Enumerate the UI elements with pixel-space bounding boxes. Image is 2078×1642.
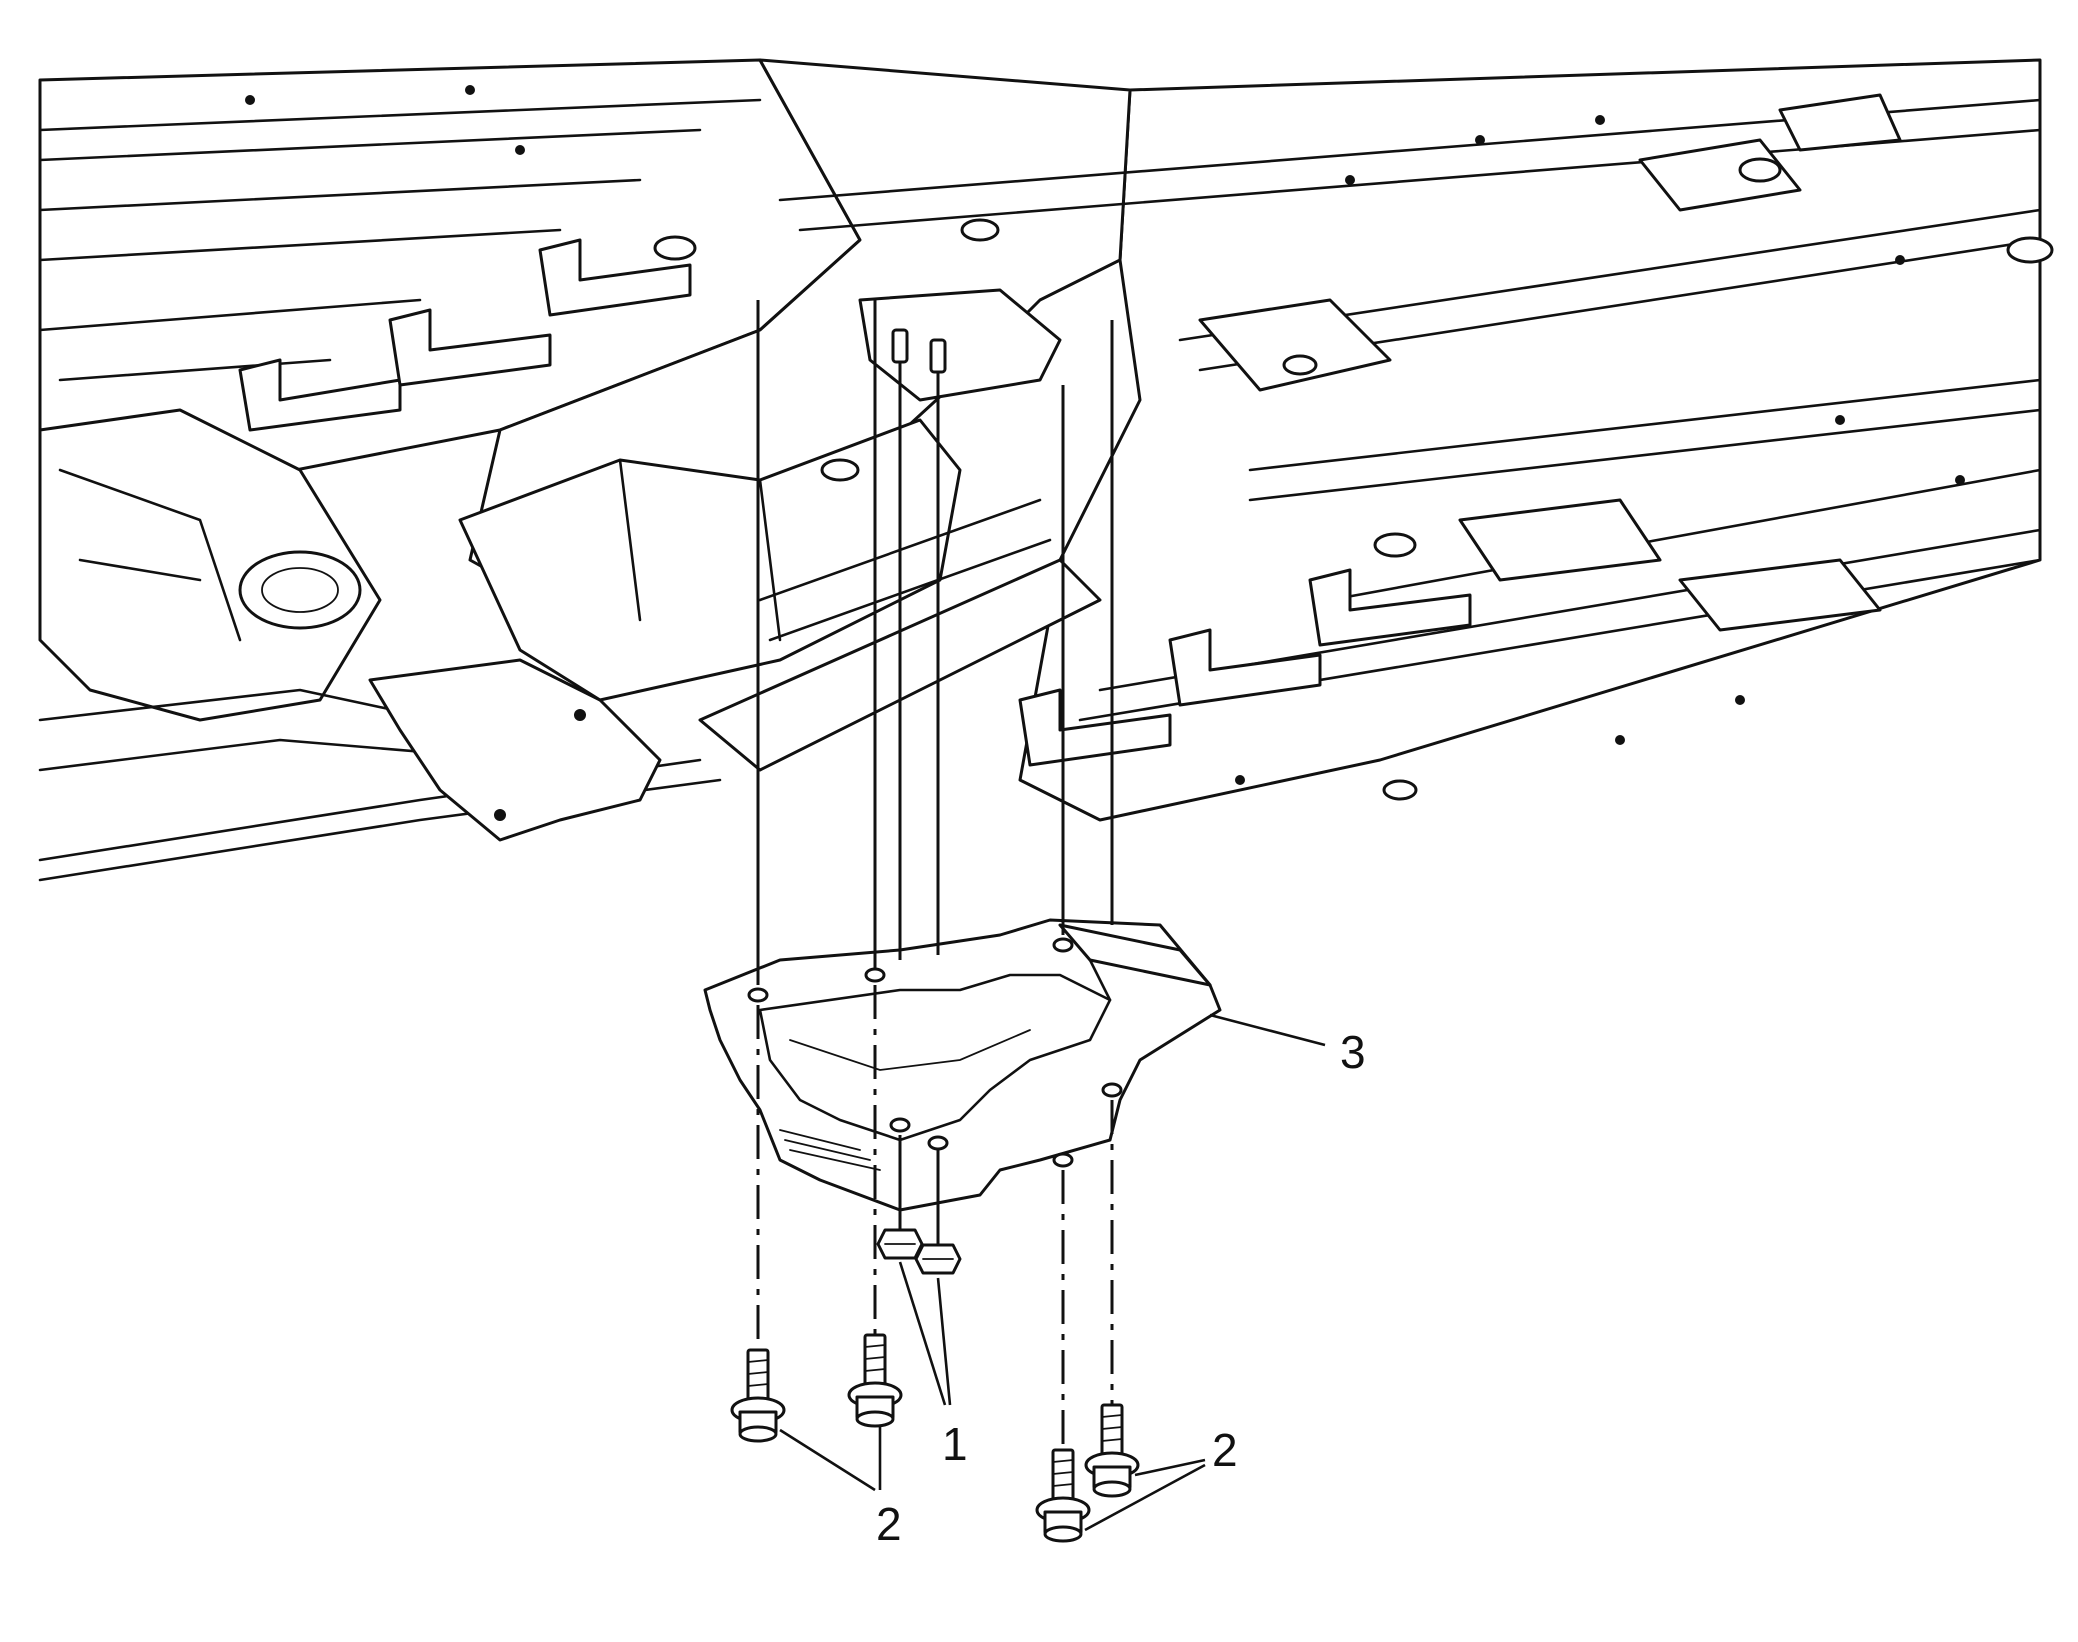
bolt-fasteners	[730, 1333, 1140, 1543]
nut-icon	[876, 1228, 924, 1260]
callout-labels: 3 1 2 2	[876, 1026, 1366, 1550]
callout-bolt-right: 2	[1212, 1424, 1238, 1476]
bolt-icon	[847, 1333, 903, 1428]
bolt-icon	[730, 1348, 786, 1443]
alignment-guides	[756, 300, 1114, 1450]
nut-fasteners	[876, 1228, 962, 1275]
vehicle-underbody	[38, 58, 2054, 882]
underbody-shield	[703, 918, 1222, 1212]
underbody-studs	[891, 328, 947, 374]
callout-nut: 1	[942, 1418, 968, 1470]
bolt-icon	[1035, 1448, 1091, 1543]
callout-bolt-left: 2	[876, 1498, 902, 1550]
callout-shield: 3	[1340, 1026, 1366, 1078]
nut-icon	[914, 1243, 962, 1275]
leader-lines	[779, 1013, 1326, 1532]
bolt-icon	[1084, 1403, 1140, 1498]
